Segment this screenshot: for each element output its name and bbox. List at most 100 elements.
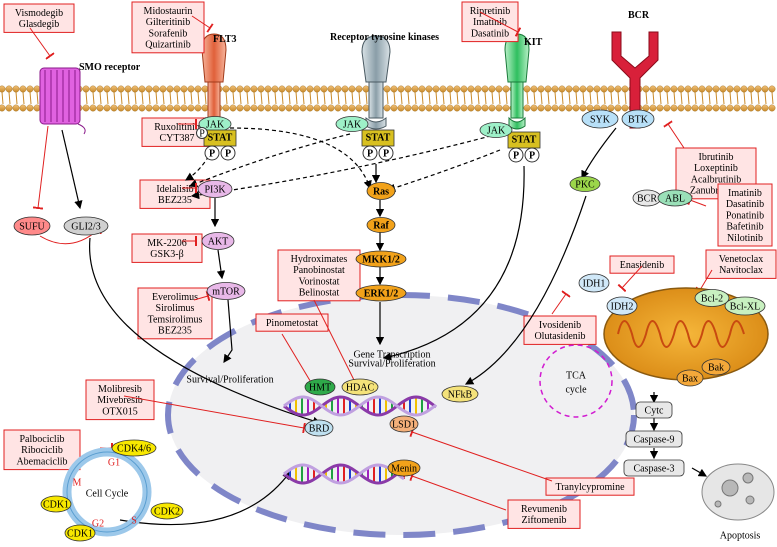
- interaction-lines: [29, 11, 713, 526]
- node-label: IDH1: [583, 278, 606, 289]
- node-bclxl: Bcl-XL: [724, 296, 766, 316]
- drug-name: BEZ235: [158, 195, 192, 206]
- node-brd: BRD: [304, 419, 334, 437]
- node-mkk: MKK1/2: [355, 250, 407, 268]
- drug-name: MK-2206: [147, 238, 186, 249]
- cell-cycle: Cell Cycle G1 S G2 M: [62, 447, 152, 537]
- drug-name: Glasdegib: [19, 19, 60, 30]
- g2-label: G2: [92, 518, 104, 529]
- node-jak-extra-0: JAK: [335, 116, 369, 132]
- drug-name: Olutasidenib: [534, 331, 585, 342]
- node-label: PI3K: [204, 184, 226, 195]
- node-label: JAK: [206, 119, 225, 130]
- node-label: Bax: [682, 373, 698, 384]
- node-label: Ras: [373, 186, 389, 197]
- flt3-receptor: FLT3: [201, 33, 237, 130]
- apoptotic-cell: Apoptosis: [701, 463, 775, 541]
- node-lsd1: LSD1: [389, 415, 419, 433]
- drug-name: Revumenib: [521, 504, 567, 515]
- node-label: ERK1/2: [364, 288, 398, 299]
- flt3-label: FLT3: [213, 34, 237, 45]
- node-label: JAK: [343, 119, 362, 130]
- drug-name: Molibresib: [98, 384, 142, 395]
- phospho-label: P: [225, 148, 231, 159]
- node-label: LSD1: [392, 419, 416, 430]
- drug-name: BEZ235: [158, 326, 192, 337]
- node-label: BCR: [637, 193, 657, 204]
- cell-membrane: [0, 84, 777, 114]
- stat-label: STAT: [366, 132, 391, 143]
- node-label: mTOR: [212, 286, 240, 297]
- node-label: AKT: [208, 236, 229, 247]
- drug-name: Imatinib: [728, 188, 762, 199]
- drug-name: Acalbrutinib: [691, 174, 742, 185]
- node-abl: ABL: [657, 189, 693, 207]
- node-label: HDAC: [346, 382, 375, 393]
- s-label: S: [131, 515, 137, 526]
- drug-name: Hydroximates: [291, 254, 348, 265]
- smo-label: SMO receptor: [79, 62, 141, 73]
- drug-name: Navitoclax: [719, 265, 763, 276]
- drug-name: Everolimus: [152, 292, 198, 303]
- node-label: GLI2/3: [71, 221, 100, 232]
- node-label: BTK: [628, 114, 649, 125]
- node-label: HMT: [309, 382, 331, 393]
- node-ras: Ras: [366, 182, 396, 200]
- node-raf: Raf: [366, 217, 396, 233]
- kit-label: KIT: [524, 37, 543, 48]
- phospho-label: P: [367, 148, 373, 159]
- node-bcr: BCR: [632, 189, 662, 207]
- drug-name: Loxeptinib: [694, 163, 738, 174]
- drug-name: Belinostat: [299, 288, 340, 299]
- bcr-receptor: BCR: [611, 10, 659, 129]
- drug-name: Palbociclib: [20, 434, 65, 445]
- node-cdk2: CDK2: [150, 502, 184, 520]
- node-hdac: HDAC: [341, 378, 379, 396]
- survival-label-right: Survival/Proliferation: [348, 358, 435, 369]
- node-bax: Bax: [676, 369, 704, 387]
- node-label: Bak: [708, 362, 724, 373]
- node-label: Cytc: [645, 405, 664, 416]
- drug-name: Quizartinib: [145, 40, 191, 51]
- cascade-casp3: Caspase-3: [623, 459, 685, 477]
- node-label: NFkB: [448, 389, 473, 400]
- drug-name: Venetoclax: [719, 254, 763, 265]
- drug-name: Ponatinib: [726, 210, 764, 221]
- node-mtor: mTOR: [206, 282, 246, 300]
- drug-name: Temsirolimus: [148, 314, 203, 325]
- drug-name: Pinometostat: [266, 318, 318, 329]
- stat-label: STAT: [208, 132, 233, 143]
- gene-transcription-label: Gene Transcription: [354, 349, 431, 360]
- dna-helix-upper: [283, 395, 437, 417]
- node-erk: ERK1/2: [355, 284, 407, 302]
- node-label: Caspase-9: [633, 434, 674, 445]
- drug-name: Sirolimus: [156, 303, 195, 314]
- m-label: M: [73, 477, 82, 488]
- drug-name: Midostaurin: [144, 6, 193, 17]
- cascade-cytc: Cytc: [635, 401, 673, 419]
- drug-box-hdac: HydroximatesPanobinostatVorinostatBelino…: [277, 249, 361, 302]
- dna-helix-lower: [283, 463, 405, 485]
- node-label: Raf: [373, 220, 389, 231]
- node-label: SUFU: [19, 221, 45, 232]
- rtk-label: Receptor tyrosine kinases: [330, 32, 439, 43]
- node-label: JAK: [487, 125, 506, 136]
- drug-name: Imatinib: [473, 17, 507, 28]
- node-idh2: IDH2: [606, 296, 638, 316]
- node-gli: GLI2/3: [63, 216, 109, 236]
- node-menin: Menin: [387, 459, 421, 477]
- drug-name: CYT387: [160, 133, 195, 144]
- drug-box-abl: ImatinibDasatinibPonatinibBafetinibNilot…: [717, 183, 773, 247]
- kit-receptor: KIT: [504, 33, 543, 130]
